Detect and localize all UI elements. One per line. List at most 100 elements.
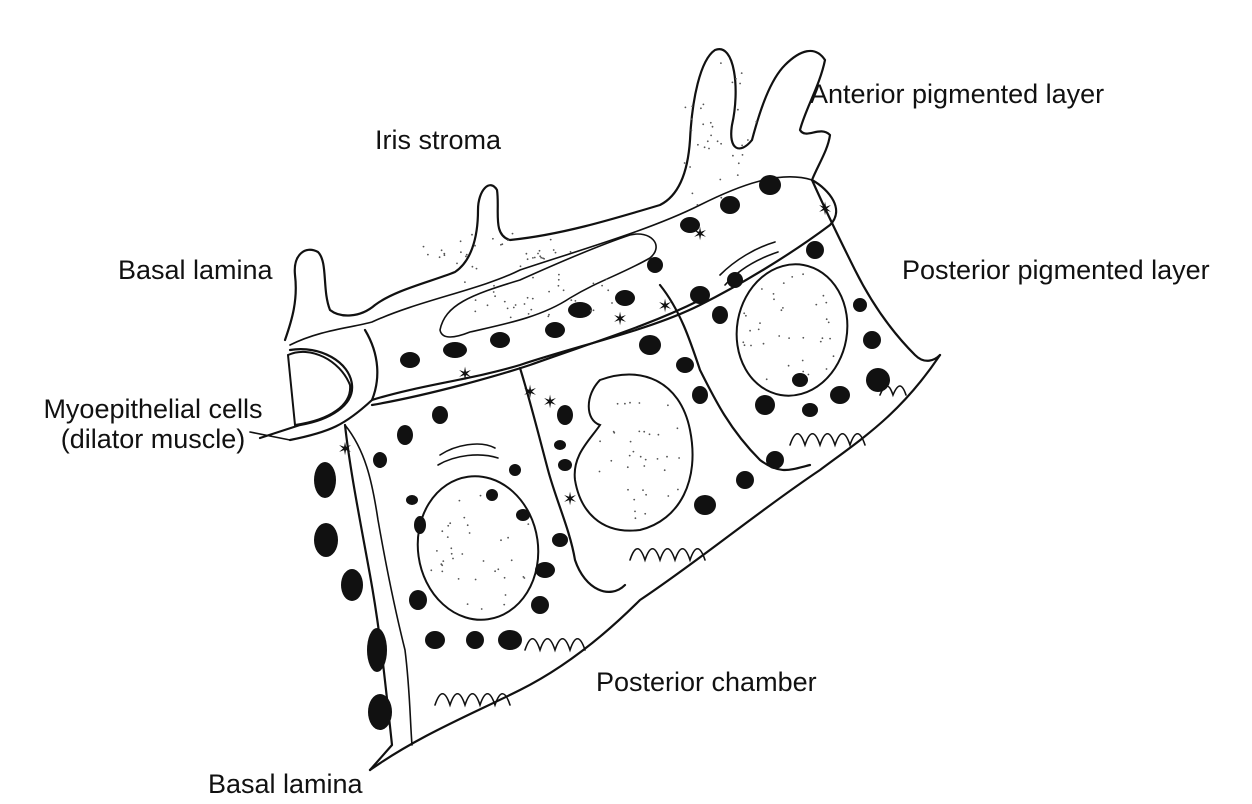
stipple-dot: [644, 512, 647, 515]
stroma-inner-line: [289, 176, 813, 346]
stipple-dot: [456, 262, 458, 265]
stipple-dot: [807, 373, 810, 376]
stipple-dot: [552, 249, 555, 251]
stipple-dot: [539, 255, 542, 258]
stipple-dot: [711, 125, 714, 128]
basal-infoldings-1: [434, 692, 511, 708]
stipple-dot: [741, 154, 744, 156]
stipple-dot: [558, 273, 560, 276]
myoepithelial-leader: [249, 431, 291, 441]
stipple-dot: [772, 293, 775, 295]
stipple-dot: [538, 249, 541, 252]
pigment-granule: [736, 471, 754, 489]
stipple-dot: [464, 281, 466, 283]
pigment-granule: [400, 352, 420, 368]
stipple-dot: [757, 328, 760, 331]
stipple-dot: [503, 300, 506, 303]
stipple-dot: [638, 430, 641, 433]
stipple-dot: [696, 204, 699, 206]
stipple-dot: [482, 560, 485, 562]
stipple-dot: [827, 321, 830, 324]
stipple-dot: [822, 294, 825, 297]
pigment-granule: [406, 495, 418, 505]
stipple-dot: [706, 140, 709, 143]
stipple-dot: [628, 454, 631, 457]
golgi-1b: [437, 454, 499, 466]
stipple-dot: [557, 278, 560, 281]
stipple-dot: [802, 273, 804, 276]
stipple-dot: [616, 402, 619, 405]
stipple-dot: [607, 289, 610, 292]
cell-border-1: [518, 366, 627, 593]
stipple-dot: [532, 257, 534, 259]
stipple-dot: [500, 243, 502, 246]
stipple-dot: [443, 254, 446, 257]
stipple-dot: [479, 494, 482, 497]
stipple-dot: [832, 355, 835, 358]
right-boundary: [810, 178, 942, 362]
stipple-dot: [821, 337, 824, 340]
pigment-granule: [554, 440, 566, 450]
pigment-granule: [830, 386, 850, 404]
stipple-dot: [743, 344, 746, 347]
stipple-dot: [492, 237, 494, 240]
myoepithelial-band-line: [370, 298, 702, 407]
stipple-dot: [605, 278, 608, 280]
stipple-dot: [612, 430, 615, 433]
stipple-dot: [474, 244, 476, 247]
stipple-dot: [642, 489, 644, 491]
stipple-dot: [537, 252, 539, 255]
pigment-granule: [692, 386, 708, 404]
pigment-granule: [552, 533, 568, 547]
cell-border-2: [658, 283, 812, 472]
stipple-dot: [648, 433, 651, 436]
stipple-dot: [683, 162, 686, 164]
stipple-dot: [486, 304, 489, 307]
stipple-dot: [742, 341, 745, 344]
stipple-dot: [782, 282, 785, 284]
pigment-granule: [853, 298, 867, 312]
label-posterior-chamber: Posterior chamber: [596, 667, 817, 697]
stipple-dot: [592, 282, 595, 285]
stipple-dot: [548, 313, 550, 316]
pigment-granule: [690, 286, 710, 304]
stipple-dot: [684, 106, 687, 109]
stipple-dot: [542, 257, 544, 259]
stipple-dot: [634, 517, 637, 520]
desmosome-icon: ✶: [457, 364, 472, 385]
stipple-dot: [465, 255, 467, 258]
pigment-granule: [373, 452, 387, 468]
stipple-dot: [697, 143, 699, 146]
stipple-dot: [634, 510, 636, 513]
stipple-dot: [791, 276, 794, 278]
stipple-dot: [466, 603, 469, 605]
stipple-dot: [438, 256, 441, 259]
stipple-dot: [533, 256, 536, 259]
stipple-dot: [501, 243, 504, 246]
stipple-dot: [815, 303, 818, 306]
pigment-granule: [490, 332, 510, 348]
label-anterior-pigmented-layer: Anterior pigmented layer: [810, 79, 1105, 109]
pigment-granule: [367, 628, 387, 672]
nucleus-1: [416, 475, 540, 621]
stipple-dot: [480, 608, 483, 610]
stipple-dot: [629, 440, 632, 443]
stipple-dot: [720, 62, 722, 64]
stipple-dot: [643, 465, 646, 467]
stipple-dot: [601, 284, 603, 287]
stipple-dot: [507, 536, 509, 539]
stipple-dot: [666, 455, 668, 458]
stipple-dot: [554, 251, 557, 254]
stipple-dot: [829, 337, 831, 340]
pigment-granule: [759, 175, 781, 195]
stipple-dot: [716, 140, 719, 143]
pigment-granule: [639, 335, 661, 355]
stipple-dot: [527, 523, 530, 525]
stipple-dot: [457, 578, 460, 580]
posterior-surface: [368, 353, 942, 772]
stipple-dot: [690, 129, 693, 132]
stipple-dot: [540, 256, 543, 259]
stipple-dot: [598, 470, 601, 473]
stipple-dot: [526, 296, 529, 299]
